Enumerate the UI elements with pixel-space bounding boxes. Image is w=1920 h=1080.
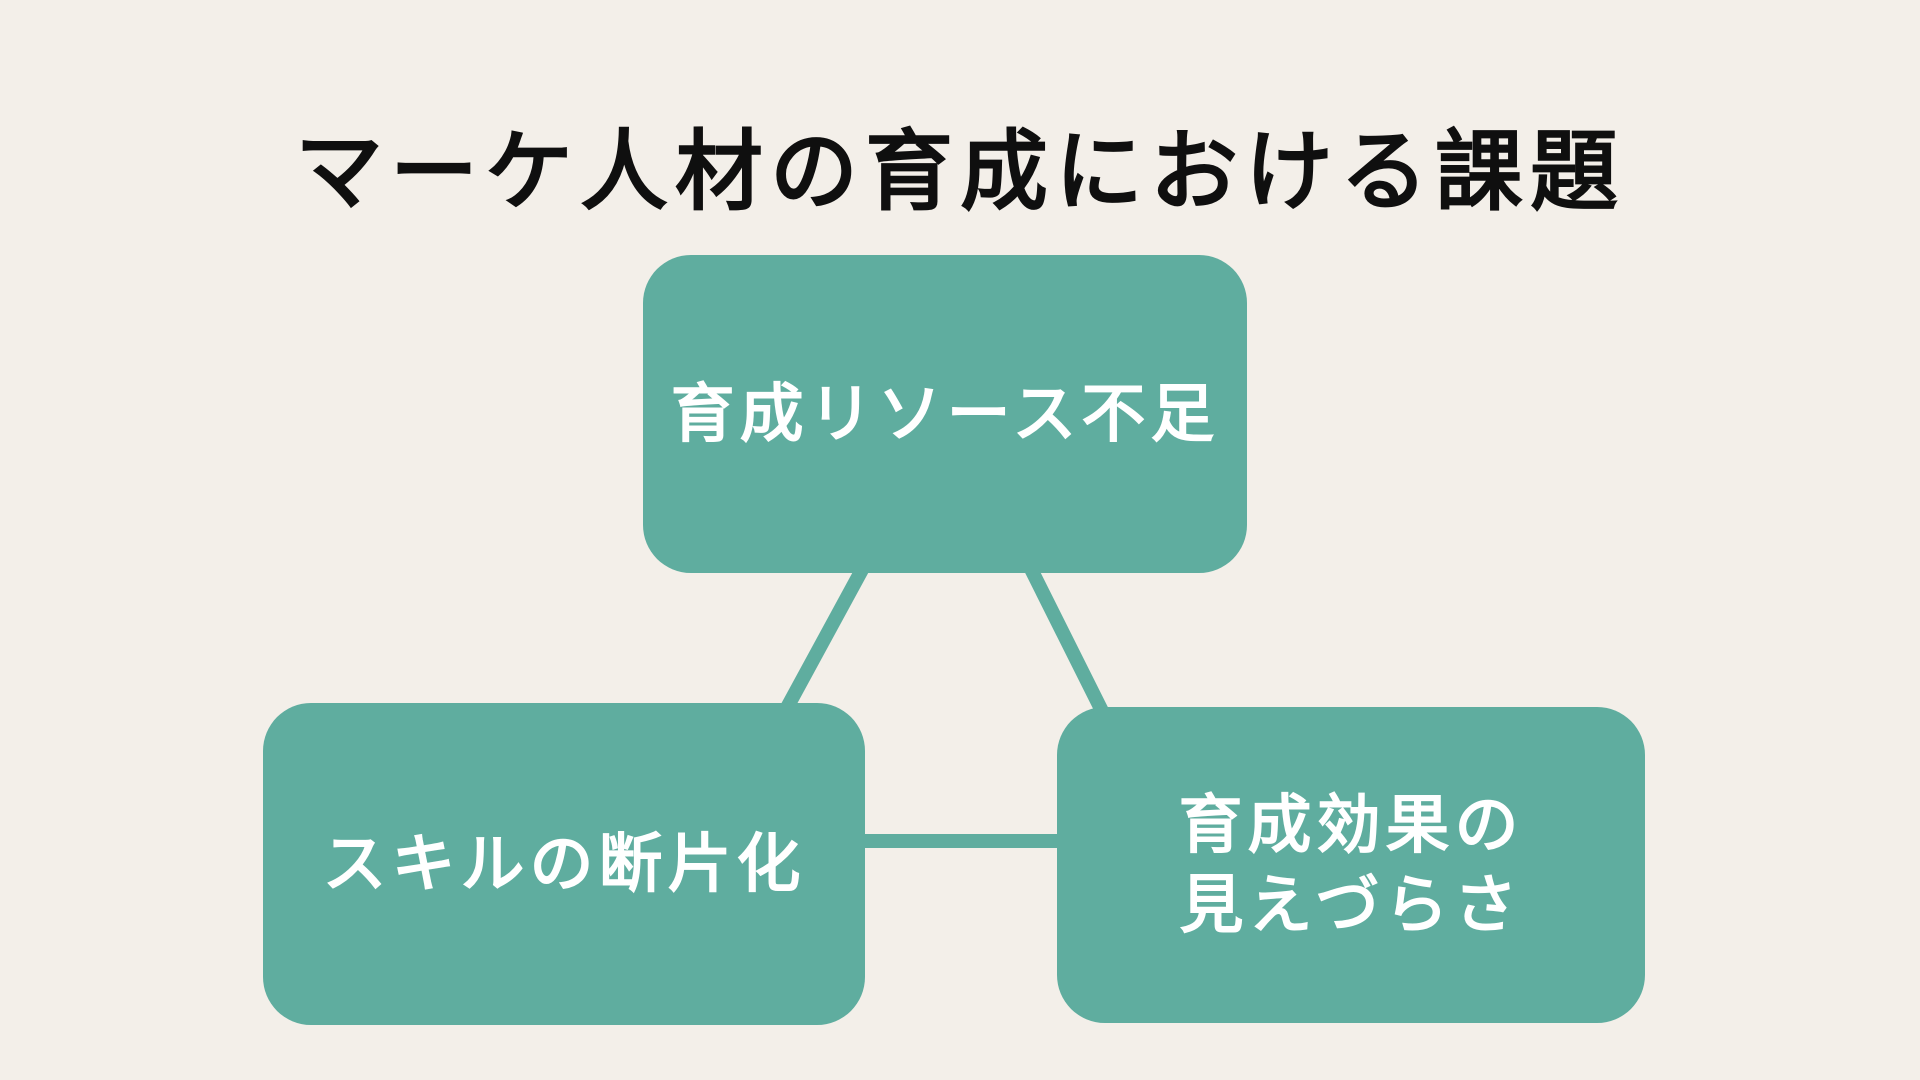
slide-title: マーケ人材の育成における課題 — [294, 121, 1625, 221]
edge-top-to-bottom-right — [1017, 551, 1111, 719]
node-skill-fragmentation: スキルの断片化 — [263, 703, 865, 1025]
node-training-effect-invisibility: 育成効果の 見えづらさ — [1057, 707, 1645, 1023]
node-bottom-left-label: スキルの断片化 — [322, 828, 806, 900]
node-training-resource-shortage: 育成リソース不足 — [643, 255, 1247, 573]
edge-top-to-bottom-left — [776, 551, 877, 719]
node-bottom-right-label: 育成効果の 見えづらさ — [1178, 789, 1524, 941]
node-top-label: 育成リソース不足 — [670, 378, 1220, 450]
